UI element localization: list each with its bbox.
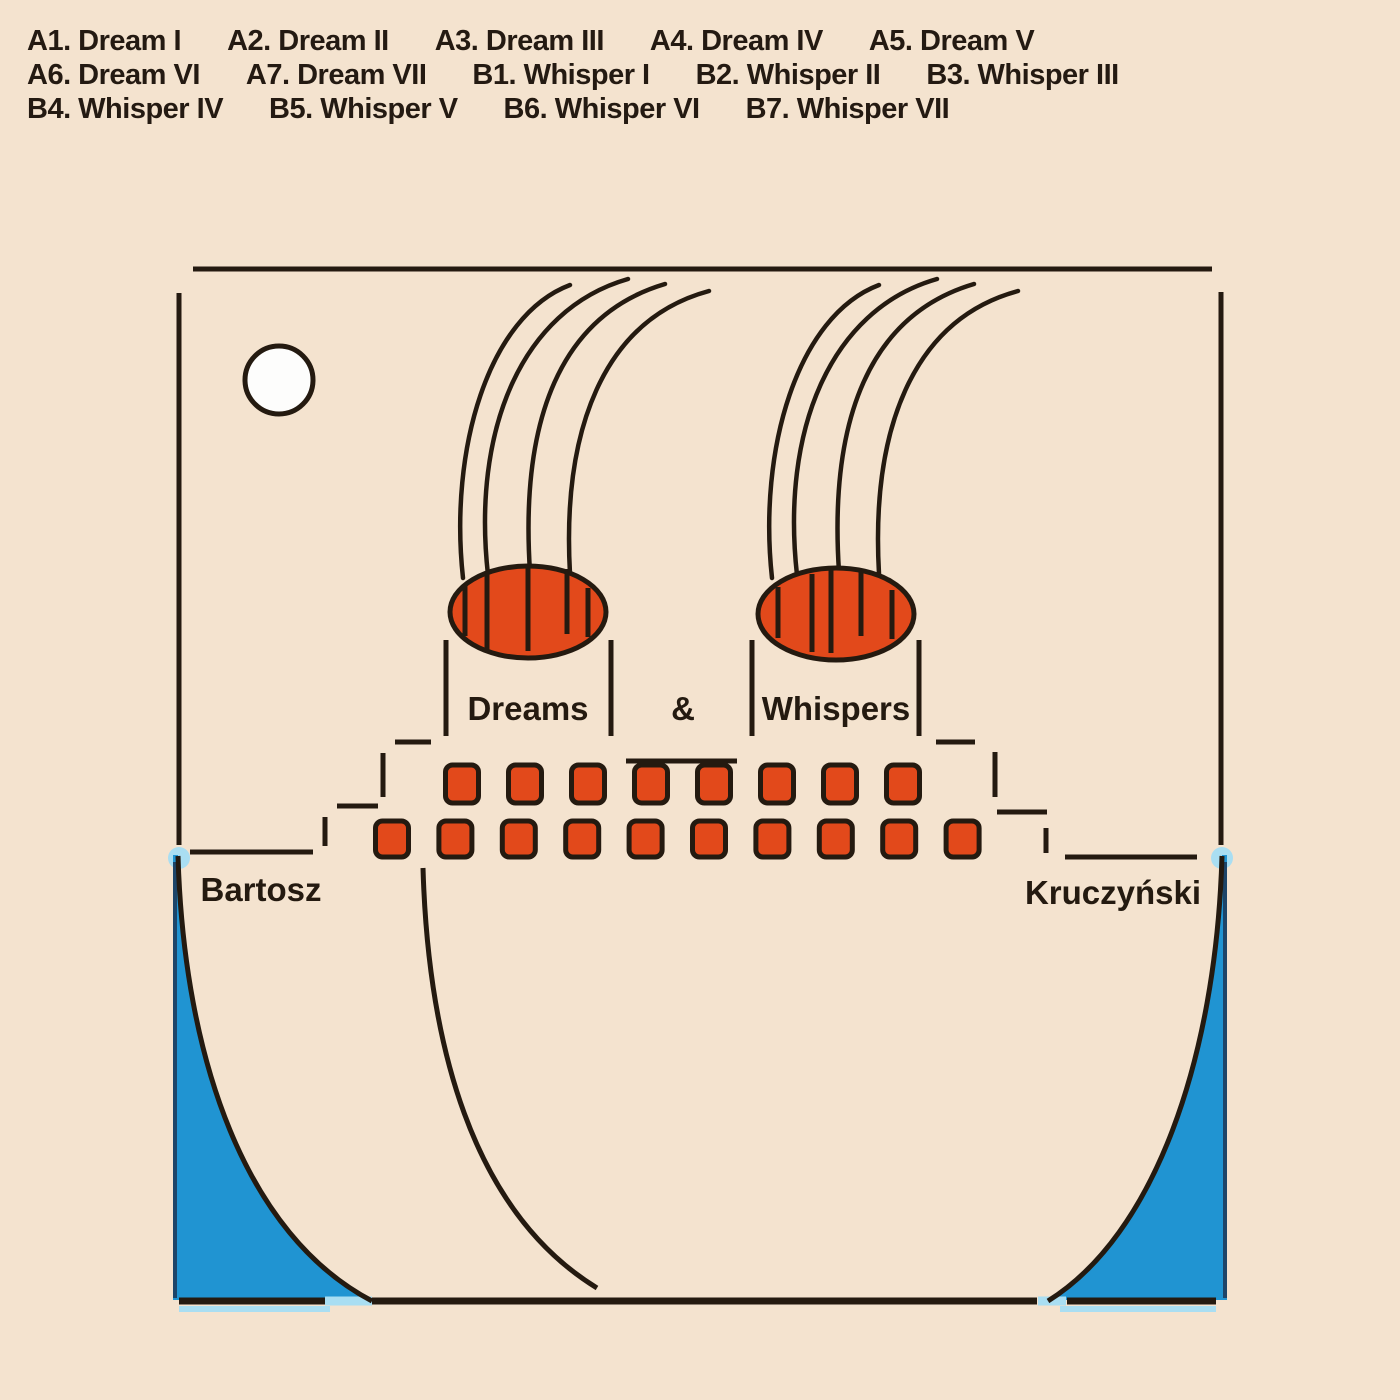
superstructure-steps-left bbox=[190, 739, 431, 855]
track-a4: A4. Dream IV bbox=[649, 25, 823, 57]
title-whispers-label: Whispers bbox=[762, 690, 911, 727]
smoke-right-funnel bbox=[767, 276, 1021, 581]
track-b1: B1. Whisper I bbox=[472, 59, 650, 91]
moon-icon bbox=[242, 343, 316, 417]
window-row2-6 bbox=[690, 818, 728, 860]
artist-last-name-label: Kruczyński bbox=[1025, 874, 1201, 911]
wave-right bbox=[1050, 855, 1227, 1300]
hull-curve bbox=[420, 867, 599, 1291]
track-a7: A7. Dream VII bbox=[245, 59, 427, 91]
track-a1: A1. Dream I bbox=[27, 25, 182, 57]
funnel-right-stripes bbox=[775, 569, 895, 653]
funnel-right bbox=[755, 565, 917, 663]
title-ampersand-label: & bbox=[671, 690, 695, 727]
window-row1-1 bbox=[443, 762, 481, 806]
window-row1-4 bbox=[632, 762, 670, 806]
track-b5: B5. Whisper V bbox=[269, 93, 458, 125]
track-a6: A6. Dream VI bbox=[27, 59, 200, 91]
wave-left-curve-line bbox=[175, 855, 374, 1304]
window-row1-2 bbox=[506, 762, 544, 806]
track-a2: A2. Dream II bbox=[227, 25, 389, 57]
wave-right-curve-line bbox=[1046, 855, 1225, 1304]
window-row2-1 bbox=[373, 818, 411, 860]
window-row2-3 bbox=[499, 818, 538, 860]
tracklist-row-2: A6. Dream VI A7. Dream VII B1. Whisper I… bbox=[27, 58, 1380, 92]
window-row2-4 bbox=[563, 818, 602, 860]
track-b7: B7. Whisper VII bbox=[745, 93, 950, 125]
title-dreams-label: Dreams bbox=[467, 690, 588, 727]
track-b2: B2. Whisper II bbox=[695, 59, 881, 91]
window-row1-6 bbox=[758, 762, 796, 806]
window-row2-9 bbox=[880, 818, 919, 860]
tracklist-row-3: B4. Whisper IV B5. Whisper V B6. Whisper… bbox=[27, 92, 1380, 126]
window-row1-5 bbox=[695, 762, 733, 806]
windows bbox=[373, 762, 982, 860]
window-row2-10 bbox=[943, 818, 982, 860]
track-a5: A5. Dream V bbox=[868, 25, 1035, 57]
window-row2-2 bbox=[436, 818, 475, 860]
track-a3: A3. Dream III bbox=[434, 25, 605, 57]
tracklist-row-1: A1. Dream I A2. Dream II A3. Dream III A… bbox=[27, 24, 1380, 58]
track-b3: B3. Whisper III bbox=[926, 59, 1119, 91]
tracklist: A1. Dream I A2. Dream II A3. Dream III A… bbox=[27, 24, 1380, 126]
window-row1-8 bbox=[884, 762, 922, 806]
artist-first-name-label: Bartosz bbox=[200, 871, 321, 908]
wave-left bbox=[173, 855, 370, 1300]
funnel-left-stripes bbox=[462, 567, 591, 651]
window-row2-7 bbox=[753, 818, 792, 860]
window-row1-3 bbox=[569, 762, 607, 806]
window-row2-5 bbox=[626, 818, 665, 860]
window-row1-7 bbox=[821, 762, 859, 806]
track-b6: B6. Whisper VI bbox=[503, 93, 701, 125]
superstructure-steps-right bbox=[936, 739, 1197, 860]
smoke-left-funnel bbox=[458, 276, 712, 581]
track-b4: B4. Whisper IV bbox=[27, 93, 224, 125]
funnel-base-brackets bbox=[443, 640, 922, 736]
window-row2-8 bbox=[816, 818, 855, 860]
